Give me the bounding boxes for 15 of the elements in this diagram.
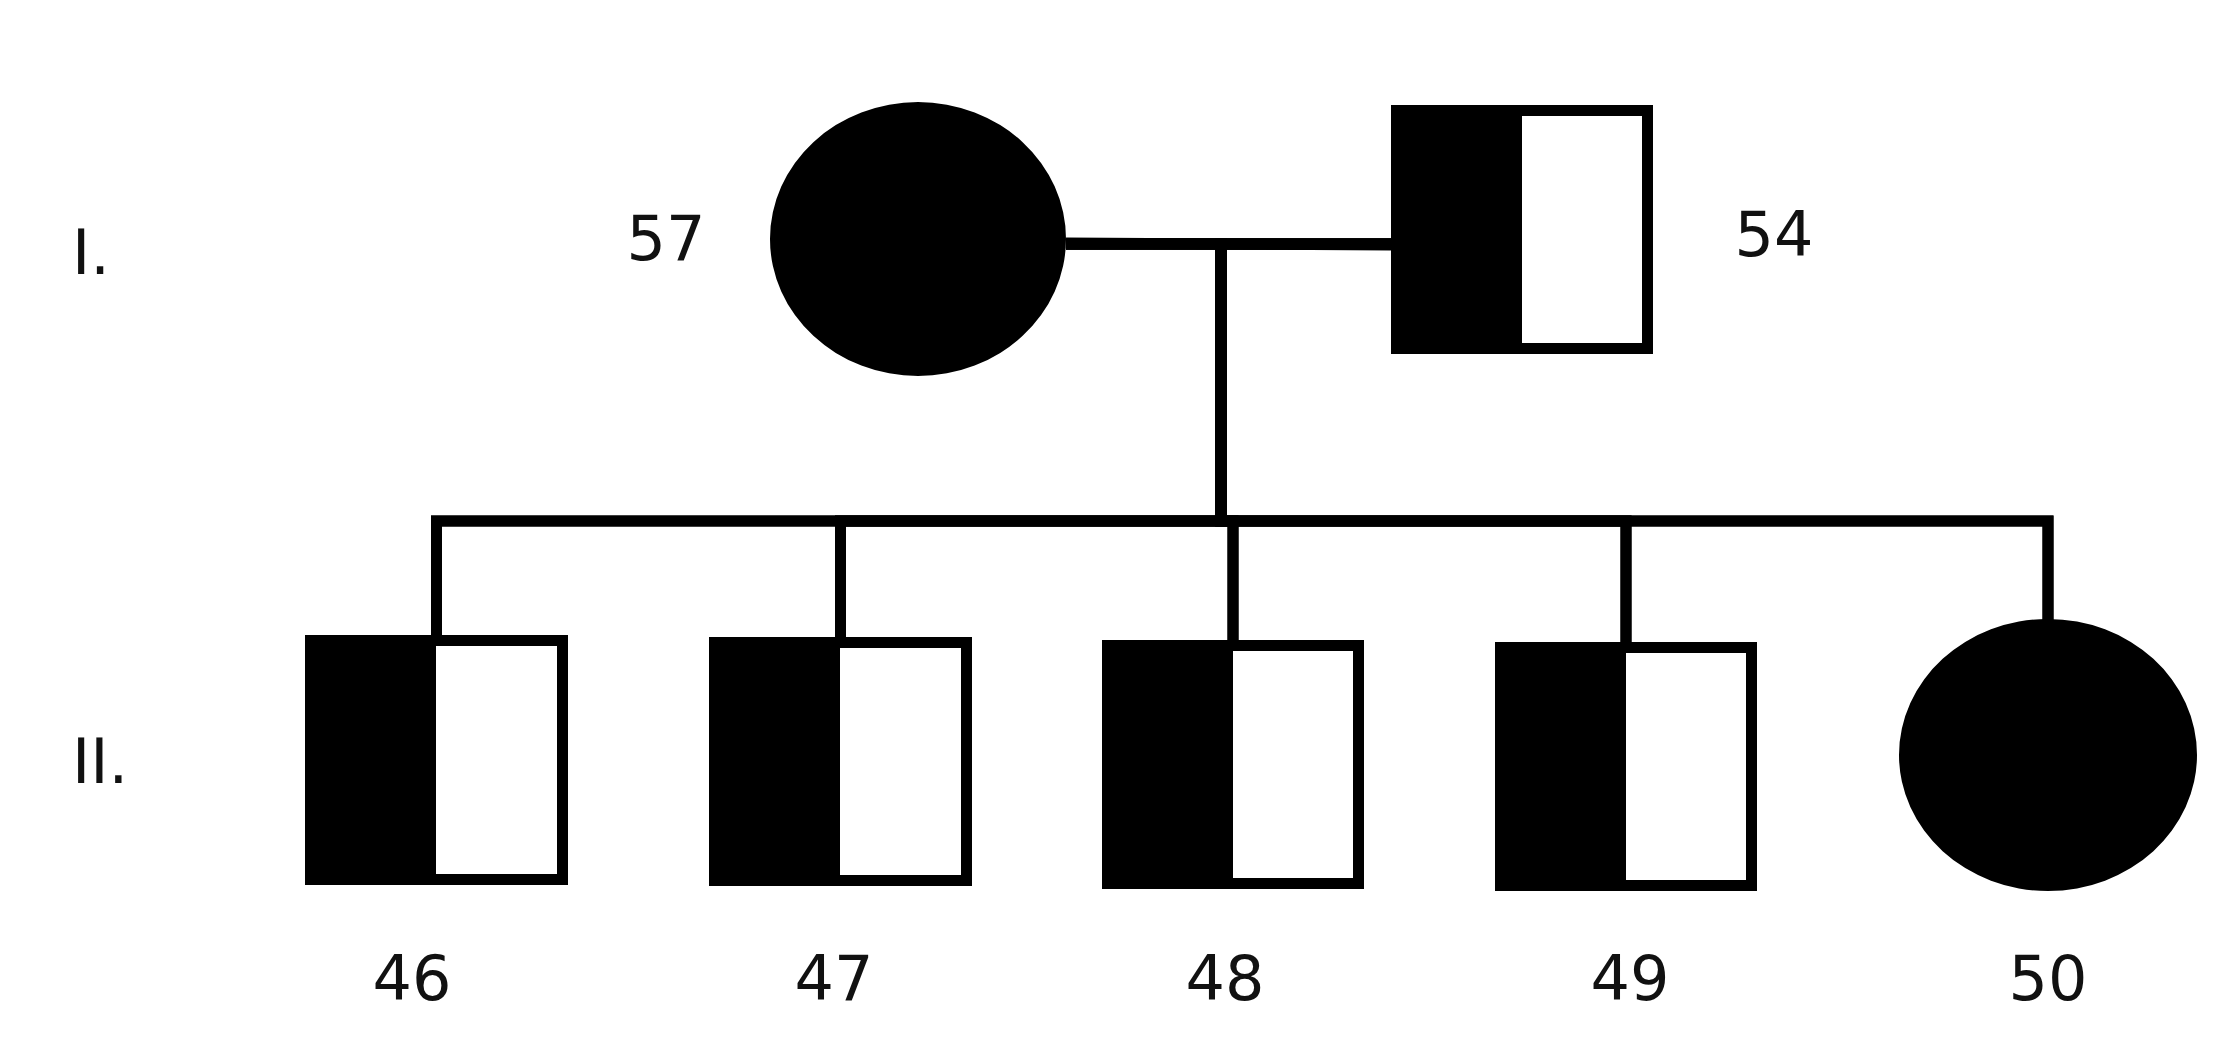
age-label: 47: [794, 941, 874, 1015]
age-label: 50: [2008, 941, 2088, 1015]
square-carrier-symbol: [709, 637, 972, 886]
square-carrier-symbol: [1102, 640, 1364, 889]
age-label: 49: [1590, 941, 1670, 1015]
mating-line: [1065, 237, 1392, 251]
generation-label: II.: [72, 724, 129, 798]
square-carrier-symbol: [305, 635, 568, 885]
age-label: 57: [626, 201, 706, 275]
square-carrier-symbol: [1495, 642, 1757, 891]
age-label: 48: [1185, 941, 1265, 1015]
generation-label: I.: [72, 215, 110, 289]
age-label: 46: [372, 941, 452, 1015]
age-label: 54: [1734, 197, 1814, 271]
square-carrier-symbol: [1391, 105, 1653, 354]
